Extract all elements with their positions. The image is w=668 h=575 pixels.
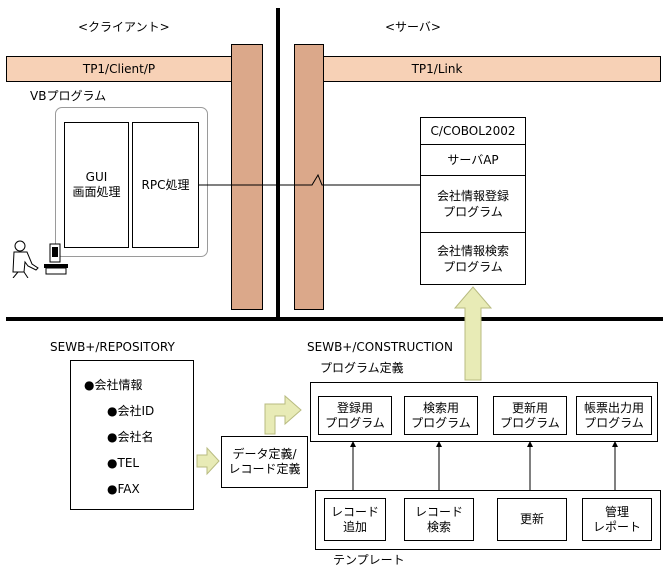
- client-zone-label: <クライアント>: [78, 20, 170, 34]
- template-update-box: 更新: [497, 498, 567, 541]
- stack-cobol: C/COBOL2002: [421, 118, 525, 145]
- tree-root: ●会社情報: [84, 378, 143, 392]
- server-ap-stack: C/COBOL2002 サーバAP 会社情報登録プログラム 会社情報検索プログラ…: [420, 117, 526, 285]
- stack-server-ap: サーバAP: [421, 145, 525, 176]
- tree-child: ●TEL: [107, 456, 140, 470]
- program-search-box: 検索用プログラム: [404, 396, 478, 435]
- rpc-connection-line: [199, 173, 420, 186]
- template-label: テンプレート: [333, 553, 405, 567]
- bullet-icon: ●: [107, 430, 118, 444]
- block-arrow-bent: [264, 394, 302, 435]
- vb-program-label: VBプログラム: [30, 89, 107, 103]
- vertical-divider: [276, 8, 280, 321]
- program-update-box: 更新用プログラム: [493, 396, 567, 435]
- server-band: TP1/Link: [323, 56, 661, 82]
- construction-title: SEWB+/CONSTRUCTION: [307, 340, 453, 354]
- stack-register-program: 会社情報登録プログラム: [421, 176, 525, 233]
- program-definition-label: プログラム定義: [320, 361, 404, 375]
- client-band-column: [231, 44, 263, 310]
- server-band-label: TP1/Link: [411, 62, 463, 76]
- repository-box: [70, 360, 194, 510]
- client-band: TP1/Client/P: [6, 56, 232, 82]
- program-definition-box: [310, 382, 658, 442]
- bullet-icon: ●: [107, 482, 118, 496]
- bullet-icon: ●: [107, 456, 118, 470]
- rpc-process-box: RPC処理: [132, 122, 199, 248]
- repository-title: SEWB+/REPOSITORY: [50, 340, 175, 354]
- stack-search-program: 会社情報検索プログラム: [436, 244, 509, 274]
- template-management-report-box: 管理レポート: [582, 498, 652, 541]
- tree-child: ●FAX: [107, 482, 140, 496]
- program-register-box: 登録用プログラム: [318, 396, 392, 435]
- template-record-search-box: レコード検索: [404, 498, 474, 541]
- bullet-icon: ●: [84, 378, 95, 392]
- client-band-label: TP1/Client/P: [82, 62, 156, 76]
- tree-root-label: 会社情報: [94, 378, 143, 392]
- data-definition-box: データ定義/レコード定義: [221, 436, 308, 488]
- template-box: [315, 490, 661, 550]
- tree-child: ●会社名: [107, 430, 154, 444]
- template-record-add-box: レコード追加: [324, 498, 386, 541]
- user-at-computer-icon: [10, 238, 70, 278]
- horizontal-divider: [6, 317, 663, 321]
- vb-program-container: [55, 107, 208, 257]
- program-report-box: 帳票出力用プログラム: [576, 396, 652, 435]
- block-arrow-up: [453, 286, 493, 381]
- server-zone-label: <サーバ>: [385, 20, 441, 34]
- block-arrow-right: [196, 446, 220, 476]
- bullet-icon: ●: [107, 404, 118, 418]
- tree-child: ●会社ID: [107, 404, 155, 418]
